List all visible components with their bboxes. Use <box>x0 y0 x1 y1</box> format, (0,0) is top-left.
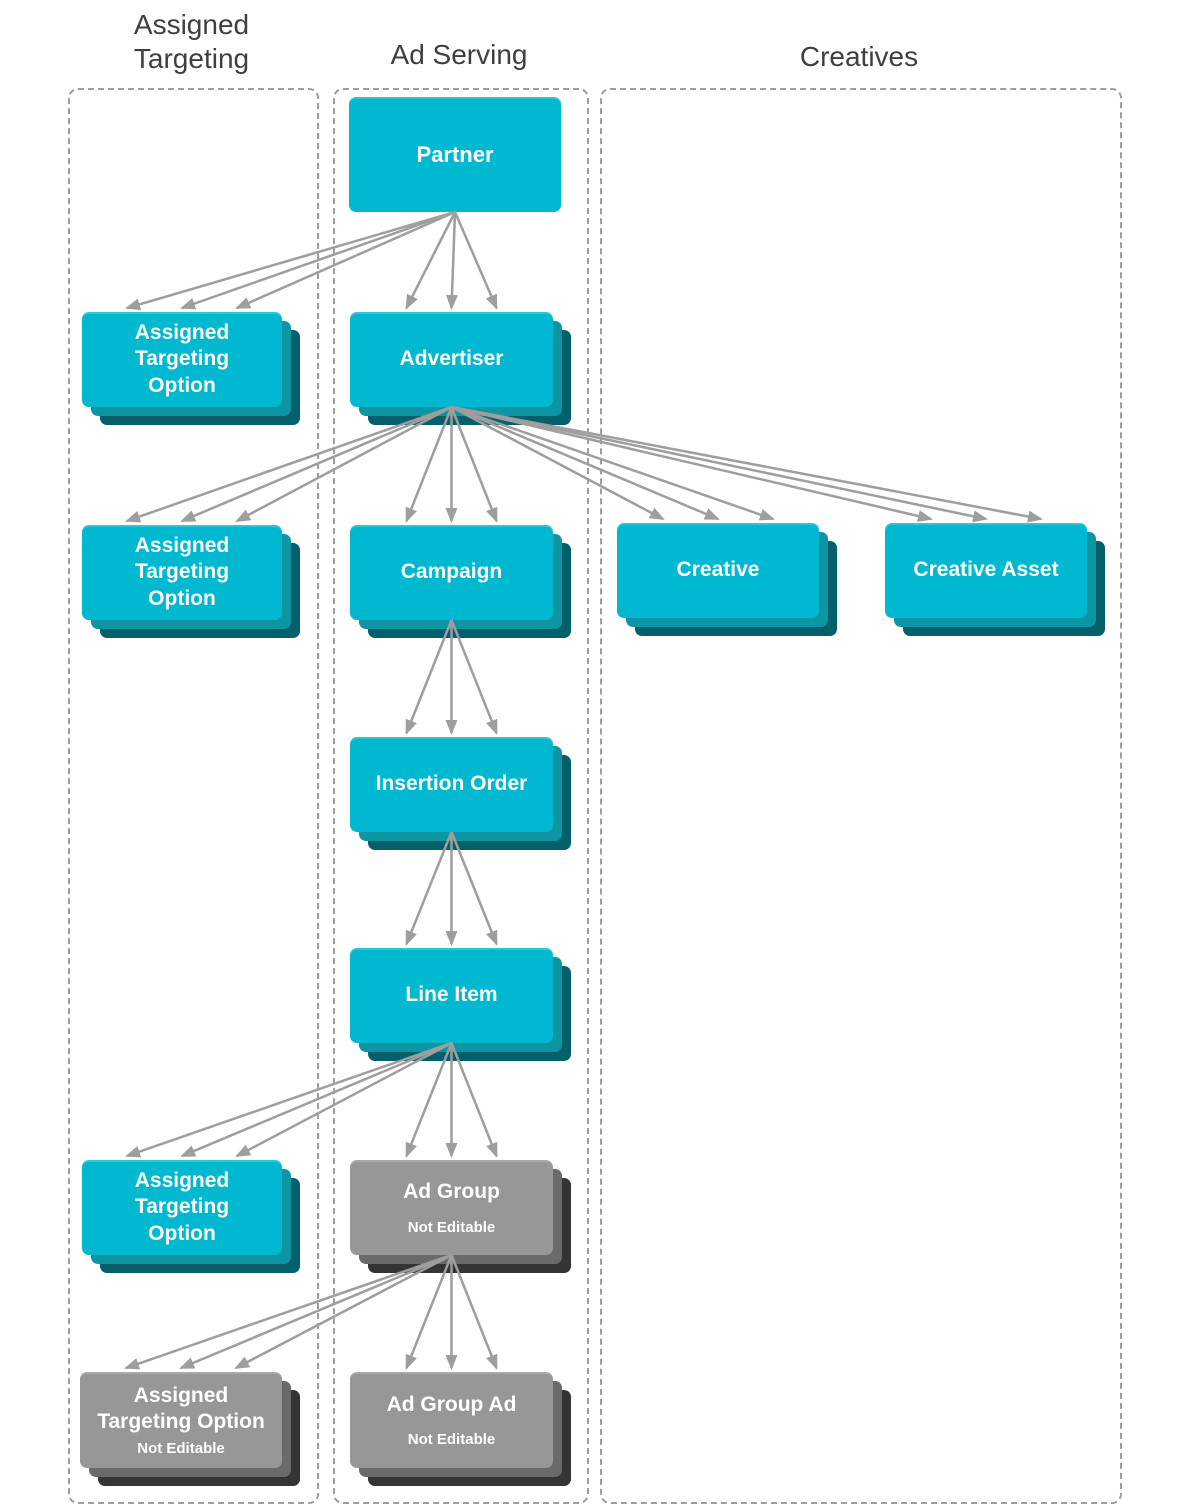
node-creative-asset-label: Creative Asset <box>913 558 1059 582</box>
node-ad-group-ad-label: Ad Group Ad <box>386 1392 517 1416</box>
node-creative-label: Creative <box>676 558 760 582</box>
node-advertiser-label: Advertiser <box>399 347 504 371</box>
node-ad-group-sublabel: Not Editable <box>407 1218 496 1236</box>
column-assigned-targeting <box>68 88 319 1504</box>
node-line-item-label: Line Item <box>405 983 498 1007</box>
column-ad-serving <box>333 88 589 1504</box>
node-creative: Creative <box>617 523 819 618</box>
node-assigned-targeting-option-3: Assigned Targeting Option <box>82 1160 282 1255</box>
node-campaign: Campaign <box>350 525 553 620</box>
column-creatives <box>600 88 1122 1504</box>
node-partner: Partner <box>349 97 561 212</box>
node-line-item: Line Item <box>350 948 553 1043</box>
node-assigned-targeting-option-4: Assigned Targeting Option Not Editable <box>80 1372 282 1468</box>
node-ad-group: Ad Group Not Editable <box>350 1160 553 1255</box>
node-assigned-targeting-option-2-label: Assigned Targeting Option <box>134 534 230 610</box>
header-assigned-targeting: Assigned Targeting <box>133 9 250 75</box>
node-insertion-order-label: Insertion Order <box>375 772 528 796</box>
node-advertiser: Advertiser <box>350 312 553 407</box>
node-assigned-targeting-option-1-label: Assigned Targeting Option <box>134 321 230 397</box>
node-ad-group-ad: Ad Group Ad Not Editable <box>350 1372 553 1468</box>
node-assigned-targeting-option-1: Assigned Targeting Option <box>82 312 282 407</box>
node-ad-group-ad-sublabel: Not Editable <box>407 1431 496 1449</box>
node-ad-group-label: Ad Group <box>403 1180 500 1204</box>
node-campaign-label: Campaign <box>400 560 503 584</box>
header-creatives: Creatives <box>799 41 919 72</box>
node-assigned-targeting-option-4-sublabel: Not Editable <box>137 1440 225 1458</box>
node-creative-asset: Creative Asset <box>885 523 1087 618</box>
node-assigned-targeting-option-4-label: Assigned Targeting Option <box>97 1383 265 1433</box>
node-assigned-targeting-option-3-label: Assigned Targeting Option <box>134 1169 230 1245</box>
header-ad-serving: Ad Serving <box>390 39 528 70</box>
node-partner-label: Partner <box>416 141 494 167</box>
node-assigned-targeting-option-2: Assigned Targeting Option <box>82 525 282 620</box>
node-insertion-order: Insertion Order <box>350 737 553 832</box>
